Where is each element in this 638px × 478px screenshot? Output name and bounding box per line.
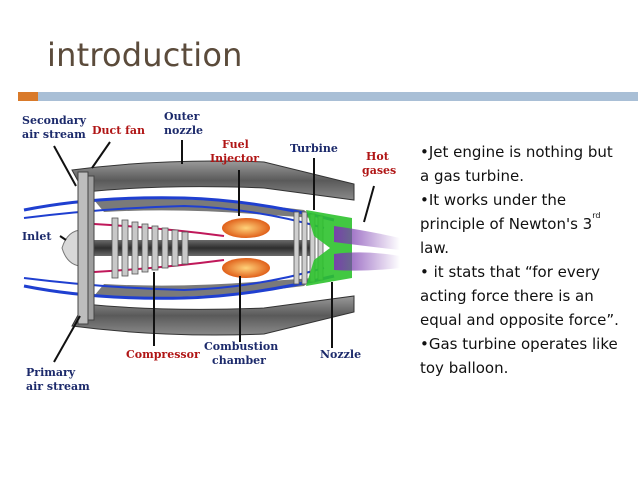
label-secondary-air-2: air stream — [22, 128, 86, 141]
label-hot-gases-1: Hot — [366, 150, 390, 163]
label-secondary-air-1: Secondary — [22, 114, 87, 127]
title-accent-bar — [18, 92, 38, 101]
bullet-item-4: •Gas turbine operates like toy balloon. — [420, 332, 625, 380]
bullet-list: •Jet engine is nothing but a gas turbine… — [420, 140, 625, 380]
label-compressor: Compressor — [126, 348, 200, 361]
bypass-flow-top — [23, 196, 335, 222]
bypass-flow-top-2 — [23, 204, 325, 229]
pointer-hot-gases — [363, 185, 375, 223]
exhaust-plume-top — [334, 226, 400, 250]
label-duct-fan: Duct fan — [92, 124, 145, 137]
bullet-item-1: •Jet engine is nothing but a gas turbine… — [420, 140, 625, 188]
outer-casing-bottom — [71, 295, 355, 336]
bullet-item-3: • it stats that “for every acting force … — [420, 260, 625, 332]
label-primary-air-2: air stream — [26, 380, 90, 393]
jet-engine-diagram: Secondary air stream Duct fan Outer nozz… — [22, 110, 400, 393]
core-flow-top — [93, 223, 225, 237]
bullet-text: Jet engine is nothing but a gas turbine. — [420, 143, 613, 185]
bullet-text: It works under the principle of Newton's… — [420, 191, 593, 233]
pointer-primary-air — [53, 315, 81, 363]
label-fuel-injector-2: Injector — [210, 152, 259, 165]
compressor-blades — [111, 217, 189, 279]
pointer-duct-fan — [91, 141, 111, 169]
central-shaft — [84, 240, 314, 256]
combustion-flame-top — [222, 218, 270, 238]
label-fuel-injector-1: Fuel — [222, 138, 249, 151]
outer-casing-top — [71, 160, 355, 201]
label-nozzle: Nozzle — [320, 348, 361, 361]
bullet-text: it stats that “for every acting force th… — [420, 263, 619, 329]
label-turbine: Turbine — [290, 142, 338, 155]
slide-title: introduction — [47, 36, 243, 74]
pointer-secondary-air — [53, 145, 77, 187]
bullet-marker: • — [420, 191, 429, 209]
core-flow-bottom — [93, 259, 225, 273]
pointer-inlet — [59, 235, 67, 241]
label-primary-air-1: Primary — [26, 366, 76, 379]
bullet-text-tail: law. — [420, 239, 450, 257]
label-hot-gases-2: gases — [362, 164, 396, 177]
label-combustion-2: chamber — [212, 354, 266, 367]
ordinal-superscript: rd — [592, 211, 601, 220]
bullet-text: Gas turbine operates like toy balloon. — [420, 335, 618, 377]
bullet-marker: • — [420, 143, 429, 161]
label-inlet: Inlet — [22, 230, 52, 243]
bypass-flow-bottom-2 — [23, 267, 325, 292]
label-outer-nozzle-1: Outer — [164, 110, 200, 123]
bullet-marker: • — [420, 335, 429, 353]
exhaust-plume-bottom — [334, 252, 400, 271]
title-divider-bar — [38, 92, 638, 101]
duct-fan-blades — [77, 171, 95, 325]
bypass-flow-bottom — [23, 274, 335, 300]
bullet-item-2: •It works under the principle of Newton'… — [420, 188, 625, 260]
combustion-flame-bottom — [222, 258, 270, 278]
label-combustion-1: Combustion — [204, 340, 278, 353]
label-outer-nozzle-2: nozzle — [164, 124, 203, 137]
bullet-marker: • — [420, 263, 429, 281]
